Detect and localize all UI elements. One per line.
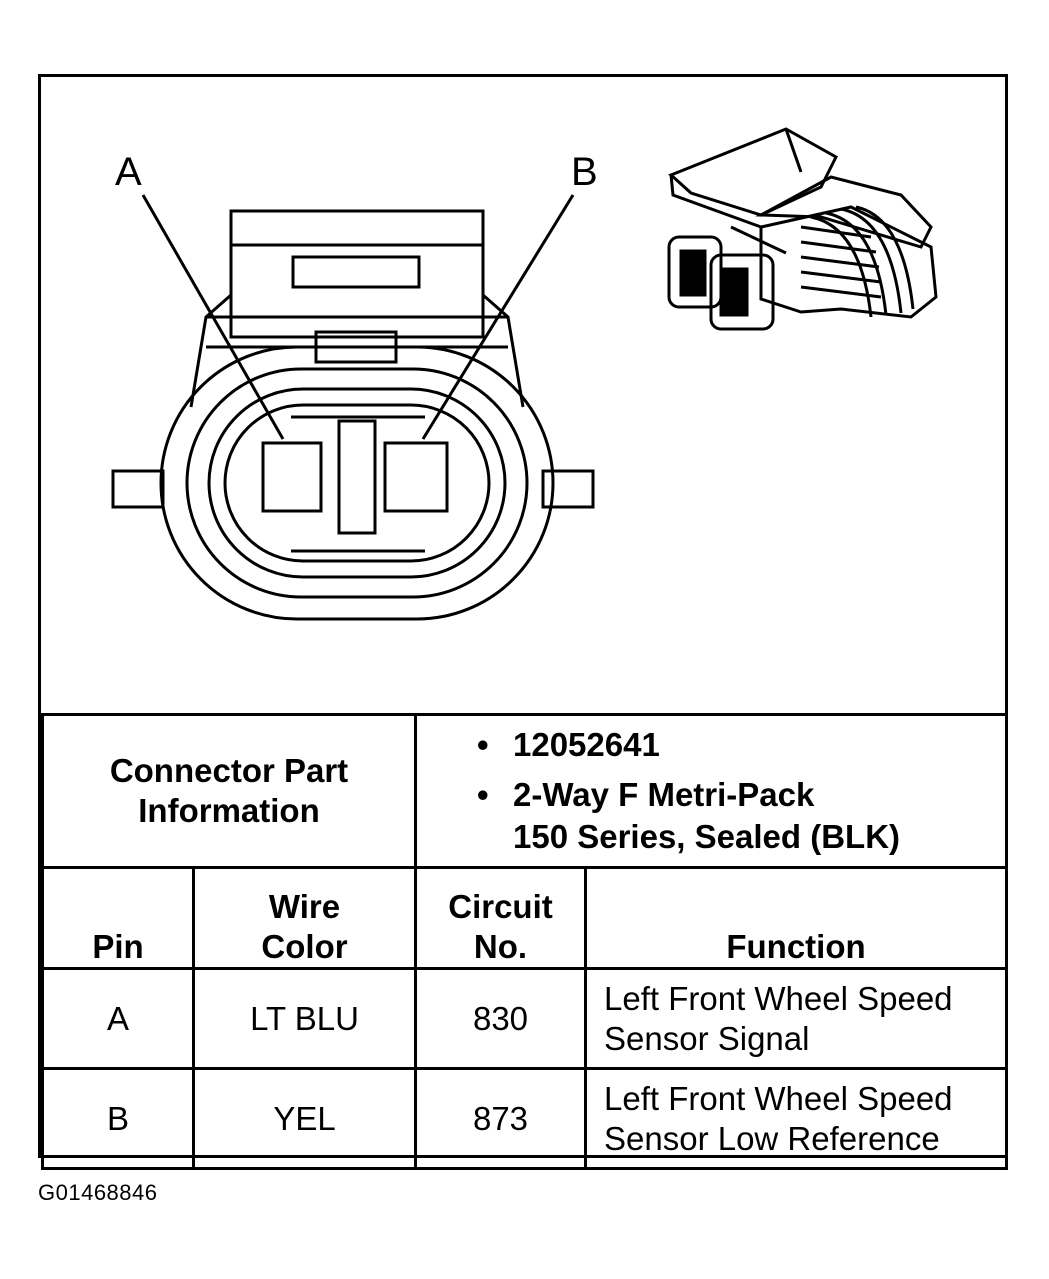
function-cell: Left Front Wheel Speed Sensor Low Refere… (583, 1067, 1009, 1170)
circuit-cell: 873 (414, 1067, 587, 1170)
function-cell: Left Front Wheel Speed Sensor Signal (583, 967, 1009, 1070)
connector-drawing: A B (111, 127, 938, 621)
connector-info-table: Connector Part Information • 12052641 • … (41, 713, 1009, 1170)
terminal-b (383, 441, 449, 513)
connector-diagram: A B (41, 77, 1005, 715)
terminal-a (261, 441, 323, 513)
header-pin: Pin (41, 866, 195, 970)
part-info-row: Connector Part Information • 12052641 • … (41, 713, 1009, 869)
wire-color-cell: LT BLU (192, 967, 417, 1070)
latch-window (291, 255, 421, 289)
pin-label-a: A (115, 150, 142, 194)
figure-frame: A B (38, 74, 1009, 1170)
center-key (337, 419, 377, 535)
part-info-values-cell: • 12052641 • 2-Way F Metri-Pack 150 Seri… (413, 713, 1009, 869)
header-wire-color: Wire Color (192, 866, 417, 970)
bullet-icon: • (477, 776, 489, 813)
leader-line-a (141, 194, 285, 440)
header-circuit-no: Circuit No. (414, 866, 587, 970)
pin-label-b: B (571, 150, 598, 194)
leader-line-b (421, 194, 575, 440)
left-tab (111, 469, 165, 509)
part-description-item: • 2-Way F Metri-Pack 150 Series, Sealed … (477, 774, 1005, 858)
circuit-cell: 830 (414, 967, 587, 1070)
wire-color-cell: YEL (192, 1067, 417, 1170)
part-info-label: Connector Part Information (109, 752, 349, 829)
bullet-icon: • (477, 726, 489, 763)
latch-housing (229, 209, 485, 339)
part-number-item: • 12052641 (477, 724, 1005, 766)
part-info-label-cell: Connector Part Information (41, 713, 417, 869)
pin-cell: B (41, 1067, 195, 1170)
part-number: 12052641 (513, 726, 660, 763)
figure-id: G01468846 (38, 1180, 158, 1205)
table-header-row: Pin Wire Color Circuit No. Function (41, 866, 1009, 970)
cavity-outline (223, 403, 491, 563)
table-row: A LT BLU 830 Left Front Wheel Speed Sens… (41, 967, 1009, 1070)
connector-isometric-view (667, 127, 938, 331)
header-function: Function (583, 866, 1009, 970)
outer-seal (159, 345, 555, 621)
table-row: B YEL 873 Left Front Wheel Speed Sensor … (41, 1067, 1009, 1170)
right-tab (541, 469, 595, 509)
part-description: 2-Way F Metri-Pack 150 Series, Sealed (B… (513, 776, 901, 855)
pin-cell: A (41, 967, 195, 1070)
